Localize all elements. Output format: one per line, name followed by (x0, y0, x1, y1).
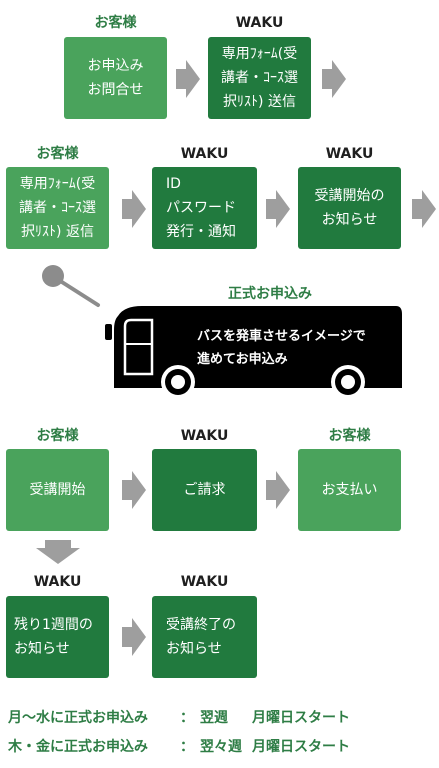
actor-label-customer: お客様 (328, 428, 371, 444)
step-invoice: ご請求 (152, 449, 257, 531)
note-separator: ： (180, 739, 194, 755)
bus-title: 正式お申込み (228, 286, 312, 302)
step-text: 専用ﾌｫｰﾑ(受 (221, 46, 298, 62)
actor-label-waku: WAKU (180, 428, 229, 444)
step-text: 受講開始 (29, 482, 86, 498)
arrow-right-icon (322, 60, 346, 98)
step-course-start: 受講開始 (6, 449, 109, 531)
step-text: お支払い (321, 482, 378, 498)
bus-text-line: バスを発車させるイメージで (197, 329, 366, 344)
bus-text-line: 進めてお申込み (197, 352, 288, 367)
step-apply-inquiry: お申込み お問合せ (64, 37, 167, 119)
step-id-password: ID パスワード 発行・通知 (152, 167, 257, 249)
note-week: 翌々週 (200, 739, 242, 755)
step-text: お知らせ (321, 212, 378, 228)
arrow-down-icon (36, 540, 80, 564)
step-text: 講者・ｺｰｽ選 (221, 70, 298, 86)
step-text: 発行・通知 (166, 224, 236, 240)
step-text: 残り1週間の (14, 617, 93, 633)
arrow-right-icon (122, 618, 146, 656)
step-course-start-notice: 受講開始の お知らせ (298, 167, 401, 249)
actor-label-waku: WAKU (180, 146, 229, 162)
arrow-right-icon (122, 471, 146, 509)
step-form-reply: 専用ﾌｫｰﾑ(受 講者・ｺｰｽ選 択ﾘｽﾄ) 返信 (6, 167, 109, 249)
note-days: 木・金に正式お申込み (8, 739, 148, 755)
note-start: 月曜日スタート (252, 710, 350, 726)
step-text: 受講開始の (314, 188, 385, 204)
step-text: お知らせ (166, 641, 222, 657)
step-text: お問合せ (87, 82, 144, 98)
step-text: パスワード (166, 200, 236, 216)
schedule-note: 木・金に正式お申込み ： 翌々週月曜日スタート (8, 736, 350, 756)
step-text: ID (166, 176, 181, 192)
step-payment: お支払い (298, 449, 401, 531)
step-text: ご請求 (183, 482, 226, 498)
step-form-send: 専用ﾌｫｰﾑ(受 講者・ｺｰｽ選 択ﾘｽﾄ) 送信 (208, 37, 311, 119)
actor-label-customer: お客様 (94, 15, 137, 31)
note-separator: ： (180, 710, 194, 726)
step-text: 受講終了の (166, 617, 236, 633)
actor-label-waku: WAKU (33, 574, 82, 590)
step-text: 択ﾘｽﾄ) 返信 (21, 224, 94, 240)
step-text: お申込み (87, 58, 144, 74)
arrow-right-icon (412, 190, 436, 228)
step-course-end-notice: 受講終了の お知らせ (152, 596, 257, 678)
step-text: 択ﾘｽﾄ) 送信 (223, 94, 296, 110)
arrow-right-icon (176, 60, 200, 98)
arrow-right-icon (266, 471, 290, 509)
actor-label-waku: WAKU (235, 15, 284, 31)
step-text: 講者・ｺｰｽ選 (19, 200, 96, 216)
arrow-right-icon (122, 190, 146, 228)
note-start: 月曜日スタート (252, 739, 350, 755)
bus-text: バスを発車させるイメージで 進めてお申込み (197, 325, 366, 371)
actor-label-customer: お客様 (36, 146, 79, 162)
note-days: 月～水に正式お申込み (8, 710, 148, 726)
schedule-note: 月～水に正式お申込み ： 翌週 月曜日スタート (8, 707, 350, 727)
arrow-right-icon (266, 190, 290, 228)
actor-label-customer: お客様 (36, 428, 79, 444)
step-one-week-left-notice: 残り1週間の お知らせ (6, 596, 109, 678)
bus-icon (105, 306, 402, 399)
step-text: お知らせ (14, 641, 70, 657)
bus-stop-sign-icon (42, 265, 100, 307)
actor-label-waku: WAKU (325, 146, 374, 162)
actor-label-waku: WAKU (180, 574, 229, 590)
step-text: 専用ﾌｫｰﾑ(受 (19, 176, 96, 192)
note-week: 翌週 (200, 710, 228, 726)
